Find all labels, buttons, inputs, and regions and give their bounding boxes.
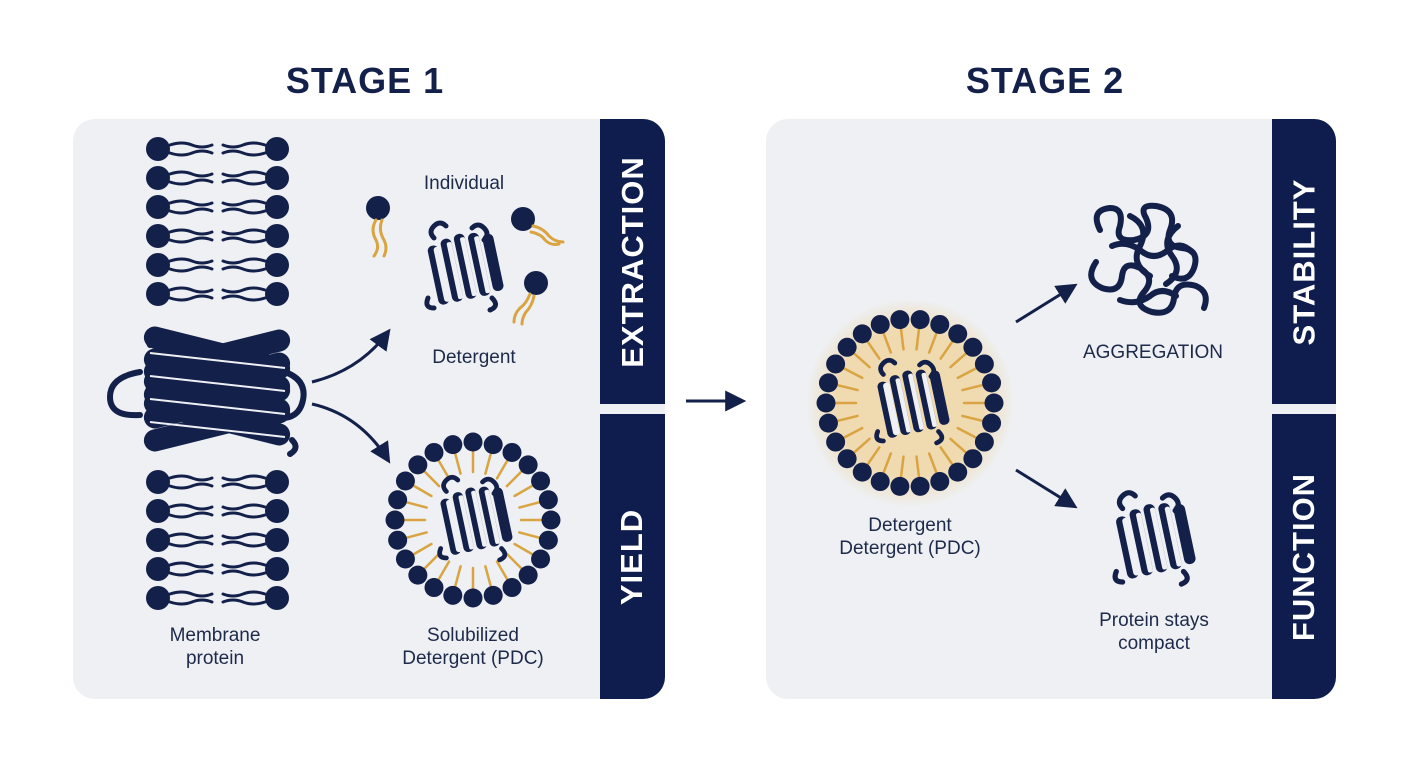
- pdc-line2: Detergent (PDC): [839, 538, 981, 559]
- lipid-pair: [146, 557, 289, 581]
- yield-tab: YIELD: [600, 414, 665, 699]
- lipid-pair: [146, 195, 289, 219]
- detergent-label: Detergent: [432, 347, 516, 368]
- stability-tab: STABILITY: [1272, 119, 1336, 404]
- compact-line1: Protein stays: [1099, 610, 1209, 631]
- compact-label: Protein stays compact: [1074, 609, 1234, 655]
- pdc-line1: Detergent: [868, 515, 952, 536]
- pdc-micelle-icon: [816, 310, 1004, 496]
- stage-2-title: STAGE 2: [965, 60, 1125, 101]
- lipid-bilayer-lower: [146, 470, 289, 610]
- arrow-to-aggregation: [1015, 283, 1078, 324]
- lipid-pair: [146, 470, 289, 494]
- lipid-pair: [146, 586, 289, 610]
- aggregated-protein-icon: [1088, 202, 1209, 316]
- membrane-protein-label: Membrane protein: [145, 624, 285, 670]
- lipid-pair: [146, 137, 289, 161]
- function-tab: FUNCTION: [1272, 414, 1336, 699]
- solubilized-line2: Detergent (PDC): [402, 648, 544, 669]
- lipid-pair: [146, 528, 289, 552]
- solubilized-line1: Solubilized: [427, 625, 519, 646]
- lipid-pair: [146, 253, 289, 277]
- aggregation-label: AGGREGATION: [1082, 342, 1224, 363]
- compact-protein-icon: [1115, 493, 1196, 584]
- lipid-pair: [146, 282, 289, 306]
- membrane-protein-line2: protein: [185, 648, 245, 669]
- pdc-label: Detergent Detergent (PDC): [830, 514, 990, 560]
- arrow-to-solubilized: [311, 402, 391, 464]
- lipid-pair: [146, 499, 289, 523]
- lipid-pair: [146, 166, 289, 190]
- membrane-protein-line1: Membrane: [169, 625, 261, 646]
- solubilized-label: Solubilized Detergent (PDC): [388, 624, 558, 670]
- membrane-protein-icon: [106, 326, 307, 457]
- individual-detergent-group: [366, 196, 565, 326]
- compact-line2: compact: [1118, 633, 1190, 654]
- lipid-bilayer-upper: [146, 137, 289, 306]
- solubilized-micelle-icon: [385, 432, 561, 608]
- individual-label: Individual: [423, 173, 505, 194]
- stage-1-title: STAGE 1: [285, 60, 445, 101]
- arrow-to-function: [1015, 468, 1078, 509]
- extraction-tab: EXTRACTION: [600, 119, 665, 404]
- arrow-to-individual: [311, 328, 391, 384]
- lipid-pair: [146, 224, 289, 248]
